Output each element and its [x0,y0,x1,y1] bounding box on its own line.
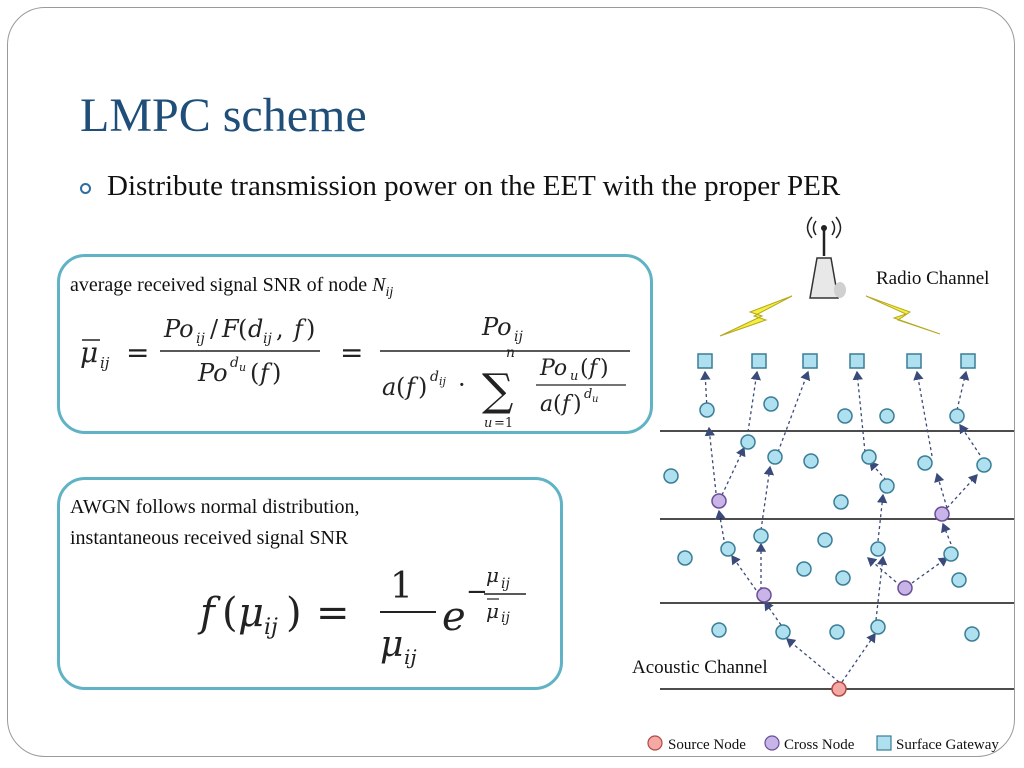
svg-text:μ: μ [238,590,264,636]
svg-text:f: f [292,315,307,343]
slide-title: LMPC scheme [80,89,367,142]
svg-text:ij: ij [439,375,447,388]
caption-var: N [372,274,386,296]
legend-source-swatch [647,735,663,751]
network-diagram-svg: Radio Channel [632,216,1014,753]
svg-text:a: a [540,392,553,417]
snr-instant-formula: f ( μ ij ) = 1 μ ij e − μ ij μ ij [197,563,526,669]
svg-text:(: ( [580,356,589,381]
svg-text:ij: ij [501,576,510,592]
svg-text:f: f [258,359,273,387]
antenna-icon [806,216,846,299]
svg-text:): ) [573,392,582,417]
surface-gateways [697,353,976,369]
cross-nodes [711,493,950,603]
svg-text:1: 1 [390,566,413,607]
network-diagram: Radio Channel [620,212,1020,760]
legend-gateway-label: Surface Gateway [896,737,999,753]
svg-text:(: ( [396,373,405,401]
snr-average-caption: average received signal SNR of node Nij [70,270,393,308]
acoustic-channel-label: Acoustic Channel [632,657,768,678]
svg-text:Po: Po [481,313,512,341]
svg-text:): ) [306,315,315,343]
svg-text:Po: Po [197,359,228,387]
svg-text:a: a [382,373,396,401]
svg-text:μ: μ [486,563,499,587]
lightning-left-icon [719,295,793,337]
svg-text:u: u [592,394,598,405]
svg-text:d: d [584,387,592,402]
lightning-right-icon [865,295,941,335]
svg-text:/: / [210,315,219,343]
svg-text:(: ( [238,315,247,343]
radio-channel-label: Radio Channel [876,268,989,289]
source-node [831,681,847,697]
legend-cross-swatch [764,735,780,751]
bullet-item: Distribute transmission power on the EET… [80,170,840,203]
svg-text:Po: Po [539,356,567,381]
svg-text:e: e [442,594,466,640]
caption-sub: ij [385,285,394,300]
svg-text:): ) [272,359,281,387]
svg-text:ij: ij [263,331,272,347]
svg-text:): ) [600,356,609,381]
svg-text:=: = [340,336,363,369]
svg-text:ij: ij [404,645,417,669]
snr-instant-caption: AWGN follows normal distribution, instan… [70,492,359,554]
svg-text:d: d [430,369,439,385]
legend-source-label: Source Node [668,737,746,753]
svg-text:): ) [286,590,302,636]
svg-text:u: u [570,369,578,384]
svg-text:): ) [418,373,427,401]
bullet-icon [80,183,91,194]
svg-text:d: d [248,315,263,343]
svg-text:μ: μ [486,599,499,623]
svg-text:μ: μ [380,624,403,665]
svg-text:u: u [239,361,246,374]
svg-text:Po: Po [163,315,194,343]
svg-text:ij: ij [264,615,278,640]
svg-text:u: u [484,416,492,430]
svg-text:f: f [560,392,574,417]
snr-average-formula: μ ij = Po ij / F ( d ij , f ) Po d u ( f… [80,313,630,430]
svg-text:f: f [587,356,601,381]
bullet-text: Distribute transmission power on the EET… [107,170,841,202]
legend-gateway-swatch [876,735,892,751]
svg-text:(: ( [553,392,562,417]
caption-line-1: AWGN follows normal distribution, [70,496,360,518]
svg-text:f: f [404,373,419,401]
svg-text:=: = [126,336,149,369]
legend: Source Node Cross Node Surface Gateway [647,735,999,753]
sensor-nodes [663,396,992,642]
caption-text: average received signal SNR of node [70,274,373,296]
svg-text:f: f [197,590,221,636]
svg-text:=: = [316,590,350,636]
depth-layer-lines [660,430,1014,690]
svg-text:(: ( [222,590,238,636]
svg-text:ij: ij [100,354,110,372]
svg-text:F: F [221,315,240,343]
svg-text:ij: ij [514,329,523,345]
svg-text:∑: ∑ [482,365,513,416]
svg-text:μ: μ [80,336,98,369]
svg-text:(: ( [250,359,259,387]
svg-text:ij: ij [501,610,510,626]
legend-cross-label: Cross Node [784,737,855,753]
svg-text:−: − [466,577,488,607]
svg-text:ij: ij [196,331,205,347]
svg-text:,: , [276,315,284,343]
caption-line-2: instantaneous received signal SNR [70,527,349,549]
snr-instant-box [57,477,563,690]
svg-text:n: n [506,345,515,361]
svg-text:d: d [230,355,239,371]
svg-text:=1: =1 [494,416,513,430]
routing-arrows [700,370,981,683]
svg-text:·: · [458,371,466,399]
snr-average-box [57,254,653,434]
